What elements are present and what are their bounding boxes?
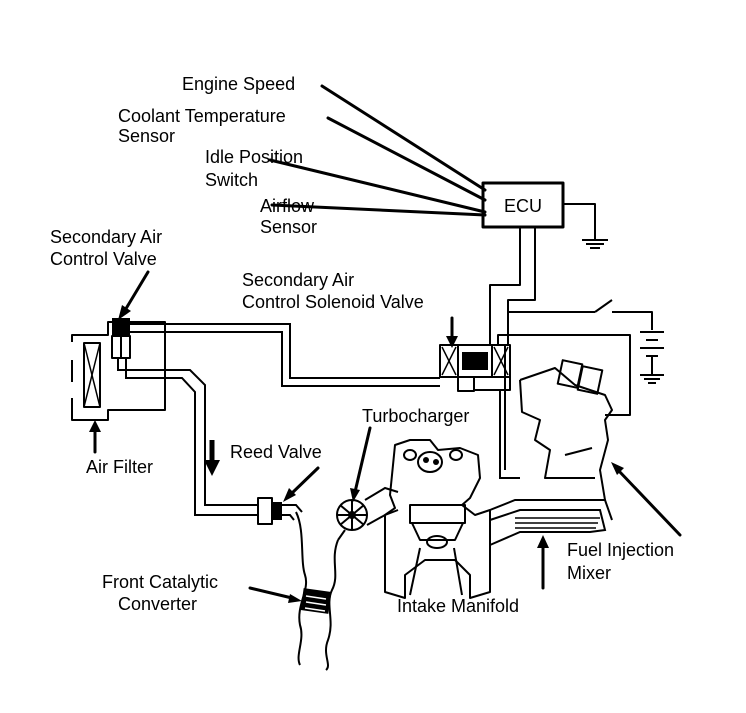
solenoid-wire-loop [497, 334, 631, 416]
label-airflow-line2: Sensor [260, 217, 317, 237]
label-coolant-line1: Coolant Temperature [118, 106, 286, 126]
label-intake-manifold: Intake Manifold [397, 596, 519, 616]
battery [640, 331, 664, 384]
fuel-injection-mixer [504, 345, 613, 501]
label-catalytic-line2: Converter [118, 594, 197, 614]
label-catalytic-line1: Front Catalytic [102, 572, 218, 592]
turbocharger [336, 486, 399, 541]
label-reed-valve: Reed Valve [230, 442, 322, 462]
pipe-solenoid-to-intake [499, 390, 520, 479]
leader-arrows [89, 270, 682, 603]
pipe-valve-to-solenoid [130, 323, 440, 387]
label-sacsv-line2: Control Solenoid Valve [242, 292, 424, 312]
ecu-box: ECU [481, 181, 565, 229]
label-sacsv-line1: Secondary Air [242, 270, 354, 290]
sensor-wires [268, 84, 487, 217]
solenoid-valve [439, 344, 511, 392]
labels: Engine Speed Coolant Temperature Sensor … [50, 74, 674, 616]
catalytic-converter [300, 588, 332, 614]
air-filter-housing [71, 321, 166, 421]
label-coolant-line2: Sensor [118, 126, 175, 146]
reed-valve [257, 497, 303, 525]
label-idle-line1: Idle Position [205, 147, 303, 167]
ecu-output-wires [489, 227, 653, 345]
label-airflow-line1: Airflow [260, 196, 315, 216]
label-fuel-injection-line1: Fuel Injection [567, 540, 674, 560]
intake-manifold [489, 499, 613, 546]
label-sacv-line2: Control Valve [50, 249, 157, 269]
engine-block [384, 439, 491, 599]
ecu-ground [563, 203, 608, 249]
secondary-air-control-valve [111, 318, 131, 359]
label-fuel-injection-line2: Mixer [567, 563, 611, 583]
label-idle-line2: Switch [205, 170, 258, 190]
label-sacv-line1: Secondary Air [50, 227, 162, 247]
label-air-filter: Air Filter [86, 457, 153, 477]
ecu-label: ECU [504, 196, 542, 216]
pipe-valve-to-reed [117, 358, 258, 516]
label-engine-speed: Engine Speed [182, 74, 295, 94]
label-turbocharger: Turbocharger [362, 406, 469, 426]
